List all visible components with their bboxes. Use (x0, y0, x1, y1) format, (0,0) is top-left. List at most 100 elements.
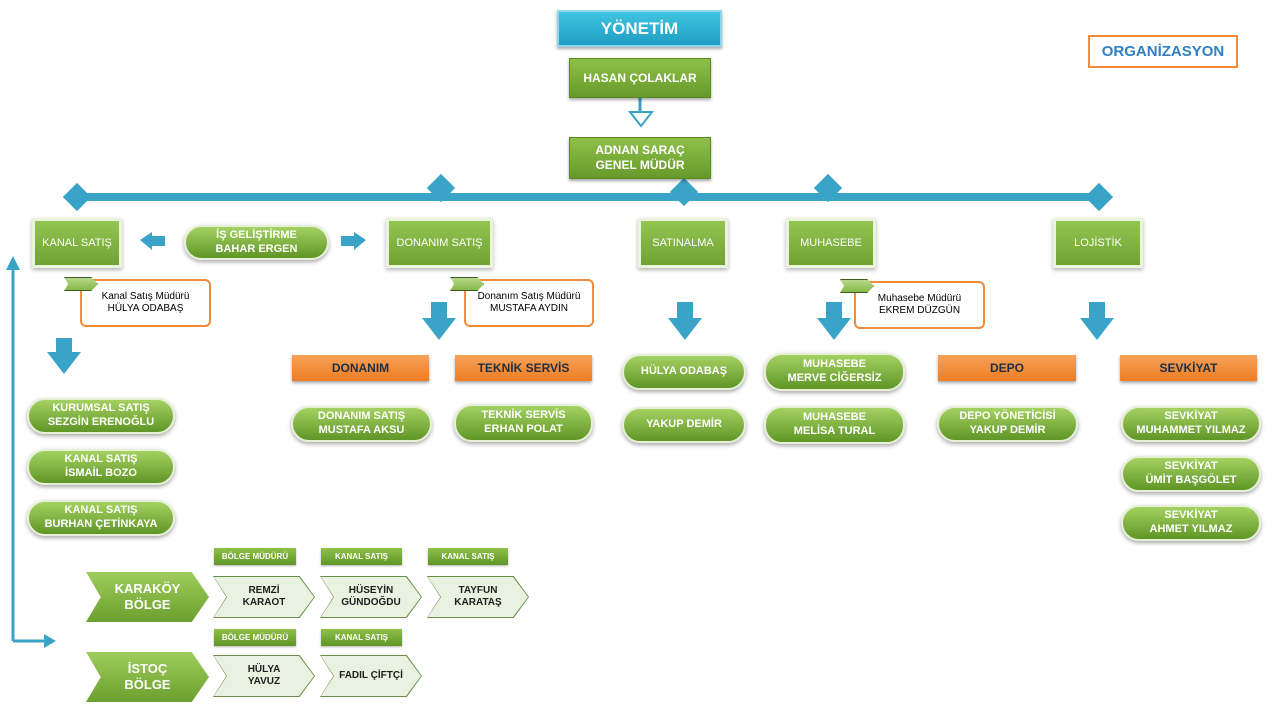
staff-name: ERHAN POLAT (484, 423, 563, 435)
tag-icon (840, 279, 874, 293)
manager-title: Muhasebe Müdürü (877, 292, 962, 304)
person-first: FADIL ÇİFTÇİ (339, 669, 403, 681)
staff-kanal-3: KANAL SATIŞ BURHAN ÇETİNKAYA (27, 500, 175, 536)
staff-sevkiyat-3: SEVKİYAT AHMET YILMAZ (1121, 505, 1261, 541)
manager-name: MUSTAFA AYDIN (490, 303, 568, 314)
person-first: HÜLYA (247, 663, 281, 675)
dept-kanal-satis: KANAL SATIŞ (32, 218, 122, 268)
staff-role: DONANIM SATIŞ (317, 410, 406, 423)
staff-muhasebe-1: MUHASEBE MERVE CİĞERSİZ (764, 353, 905, 391)
region-person-karakoy-1: REMZİ KARAOT (213, 576, 315, 618)
staff-name: MUHAMMET YILMAZ (1136, 424, 1246, 436)
region-person-istoc-2: FADIL ÇİFTÇİ (320, 655, 422, 697)
section-donanim: DONANIM (292, 355, 429, 381)
section-teknik-servis: TEKNİK SERVİS (455, 355, 592, 381)
gm-name: ADNAN SARAÇ (595, 143, 685, 157)
dept-donanim-satis: DONANIM SATIŞ (386, 218, 493, 268)
manager-title: Donanım Satış Müdürü (477, 290, 581, 302)
manager-donanim: Donanım Satış Müdürü MUSTAFA AYDIN (464, 279, 594, 327)
down-arrow-icon (1080, 302, 1114, 340)
staff-name: MERVE CİĞERSİZ (787, 372, 882, 384)
chart-title: YÖNETİM (557, 10, 722, 47)
staff-role: SEVKİYAT (1164, 460, 1218, 473)
staff-role: SEVKİYAT (1164, 509, 1218, 522)
region-person-istoc-1: HÜLYA YAVUZ (213, 655, 315, 697)
staff-kanal-2: KANAL SATIŞ İSMAİL BOZO (27, 449, 175, 485)
staff-role: MUHASEBE (803, 358, 866, 371)
down-arrow-icon (668, 302, 702, 340)
staff-donanim: DONANIM SATIŞ MUSTAFA AKSU (291, 406, 432, 442)
region-person-karakoy-3: TAYFUN KARATAŞ (427, 576, 529, 618)
down-arrow-icon (47, 338, 81, 374)
role-tag: KANAL SATIŞ (321, 548, 402, 565)
region-person-karakoy-2: HÜSEYİN GÜNDOĞDU (320, 576, 422, 618)
staff-name: SEZGİN ERENOĞLU (47, 416, 155, 428)
section-depo: DEPO (938, 355, 1076, 381)
role-tag: BÖLGE MÜDÜRÜ (214, 548, 296, 565)
main-horizontal-bar (75, 193, 1100, 201)
right-arrow-icon (44, 634, 56, 648)
dept-muhasebe: MUHASEBE (786, 218, 876, 268)
person-last: KARATAŞ (454, 597, 502, 608)
role-tag: BÖLGE MÜDÜRÜ (214, 629, 296, 646)
staff-name: ÜMİT BAŞGÖLET (1145, 474, 1237, 486)
person-first: HÜSEYİN (348, 584, 394, 596)
tag-icon (450, 277, 484, 291)
owner-box: HASAN ÇOLAKLAR (569, 58, 711, 98)
staff-role: KURUMSAL SATIŞ (52, 402, 150, 415)
person-last: YAVUZ (247, 676, 281, 687)
general-manager-box: ADNAN SARAÇ GENEL MÜDÜR (569, 137, 711, 179)
region-label: BÖLGE (124, 677, 171, 692)
down-arrow-icon (817, 302, 851, 340)
staff-muhasebe-2: MUHASEBE MELİSA TURAL (764, 406, 905, 444)
staff-name: BURHAN ÇETİNKAYA (44, 518, 158, 530)
staff-name: MUSTAFA AKSU (318, 424, 405, 436)
is-gelistirme-box: İŞ GELİŞTİRME BAHAR ERGEN (184, 225, 329, 260)
staff-role: KANAL SATIŞ (64, 453, 138, 466)
is-gelistirme-name: BAHAR ERGEN (215, 242, 298, 255)
tag-icon (64, 277, 98, 291)
manager-title: Kanal Satış Müdürü (101, 290, 190, 302)
staff-name: YAKUP DEMİR (969, 424, 1046, 436)
manager-kanal: Kanal Satış Müdürü HÜLYA ODABAŞ (80, 279, 211, 327)
is-gelistirme-title: İŞ GELİŞTİRME (216, 228, 297, 241)
staff-kanal-1: KURUMSAL SATIŞ SEZGİN ERENOĞLU (27, 398, 175, 434)
staff-depo: DEPO YÖNETİCİSİ YAKUP DEMİR (937, 406, 1078, 442)
staff-teknik: TEKNİK SERVİS ERHAN POLAT (454, 404, 593, 442)
left-arrow-icon (140, 232, 165, 250)
manager-name: HÜLYA ODABAŞ (107, 303, 184, 314)
staff-role: TEKNİK SERVİS (481, 409, 566, 422)
staff-satinalma-1: HÜLYA ODABAŞ (622, 354, 746, 390)
dept-label: LOJİSTİK (1074, 237, 1122, 249)
staff-name: MELİSA TURAL (793, 425, 876, 437)
down-arrow-icon (422, 302, 456, 340)
person-last: KARAOT (242, 597, 286, 608)
organization-badge: ORGANİZASYON (1088, 35, 1238, 68)
staff-name: HÜLYA ODABAŞ (640, 365, 728, 378)
person-first: TAYFUN (458, 584, 498, 596)
role-tag: KANAL SATIŞ (321, 629, 402, 646)
region-karakoy: KARAKÖY BÖLGE (86, 572, 209, 622)
owner-arrow-icon (627, 111, 655, 128)
region-label: BÖLGE (124, 597, 171, 612)
up-arrow-icon (6, 256, 20, 270)
dept-label: DONANIM SATIŞ (396, 237, 483, 249)
staff-satinalma-2: YAKUP DEMİR (622, 407, 746, 443)
dept-satinalma: SATINALMA (638, 218, 728, 268)
staff-role: KANAL SATIŞ (64, 504, 138, 517)
staff-role: DEPO YÖNETİCİSİ (959, 410, 1056, 423)
staff-sevkiyat-1: SEVKİYAT MUHAMMET YILMAZ (1121, 406, 1261, 442)
role-tag: KANAL SATIŞ (428, 548, 508, 565)
dept-lojistik: LOJİSTİK (1053, 218, 1143, 268)
region-istoc: İSTOÇ BÖLGE (86, 652, 209, 702)
dept-label: MUHASEBE (800, 237, 862, 249)
gm-title: GENEL MÜDÜR (595, 158, 685, 172)
dept-label: KANAL SATIŞ (42, 237, 112, 249)
staff-name: İSMAİL BOZO (65, 467, 137, 479)
manager-name: EKREM DÜZGÜN (878, 305, 961, 316)
manager-muhasebe: Muhasebe Müdürü EKREM DÜZGÜN (854, 281, 985, 329)
region-name: İSTOÇ (127, 660, 168, 676)
staff-role: SEVKİYAT (1164, 410, 1218, 423)
dept-label: SATINALMA (652, 237, 714, 249)
staff-name: YAKUP DEMİR (646, 418, 722, 431)
